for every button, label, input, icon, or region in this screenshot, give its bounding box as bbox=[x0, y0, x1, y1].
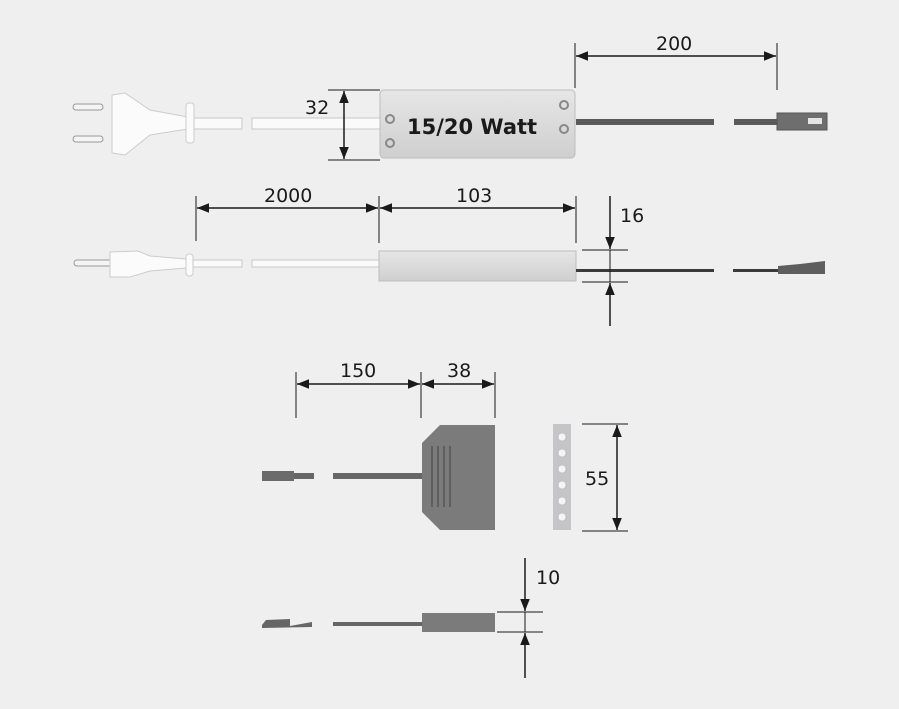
led-driver-box: 15/20 Watt bbox=[379, 89, 576, 159]
output-cable bbox=[734, 119, 777, 125]
mini-plug-side-icon bbox=[262, 619, 312, 628]
svg-text:103: 103 bbox=[456, 185, 492, 207]
dimension-200: 200 bbox=[574, 33, 778, 90]
dimension-38: 38 bbox=[422, 360, 496, 418]
distributor-top-view: 150 38 55 bbox=[262, 360, 628, 532]
transformer-top-view: 32 15/20 Watt 200 bbox=[72, 33, 828, 161]
svg-text:2000: 2000 bbox=[264, 185, 312, 207]
mini-plug-icon bbox=[776, 112, 828, 131]
dimension-55: 55 bbox=[582, 423, 628, 532]
distributor-side-body bbox=[422, 613, 495, 632]
distributor-box bbox=[422, 425, 495, 530]
mini-plug-side-icon bbox=[778, 261, 825, 274]
dimension-103: 103 bbox=[380, 185, 577, 243]
svg-text:200: 200 bbox=[656, 33, 692, 55]
distributor-side-view: 10 bbox=[262, 558, 560, 678]
svg-text:38: 38 bbox=[447, 360, 471, 382]
mains-cable bbox=[193, 117, 243, 130]
svg-text:16: 16 bbox=[620, 205, 644, 227]
svg-text:55: 55 bbox=[585, 468, 609, 490]
output-cable bbox=[576, 119, 714, 125]
transformer-side-view: 2000 103 16 bbox=[73, 185, 825, 326]
dimension-32: 32 bbox=[305, 89, 380, 161]
svg-text:32: 32 bbox=[305, 97, 329, 119]
svg-text:150: 150 bbox=[340, 360, 376, 382]
euro-plug-side-icon bbox=[73, 250, 194, 278]
led-driver-side bbox=[378, 250, 577, 282]
mains-cable bbox=[251, 117, 381, 130]
mini-plug-icon bbox=[262, 471, 294, 481]
euro-plug-icon bbox=[72, 92, 195, 156]
dimension-16: 16 bbox=[582, 196, 644, 326]
svg-text:10: 10 bbox=[536, 567, 560, 589]
wattage-label: 15/20 Watt bbox=[407, 115, 537, 139]
dimension-150: 150 bbox=[295, 360, 422, 418]
dimension-2000: 2000 bbox=[195, 185, 380, 243]
port-strip bbox=[553, 424, 571, 530]
dimension-10: 10 bbox=[497, 558, 560, 678]
